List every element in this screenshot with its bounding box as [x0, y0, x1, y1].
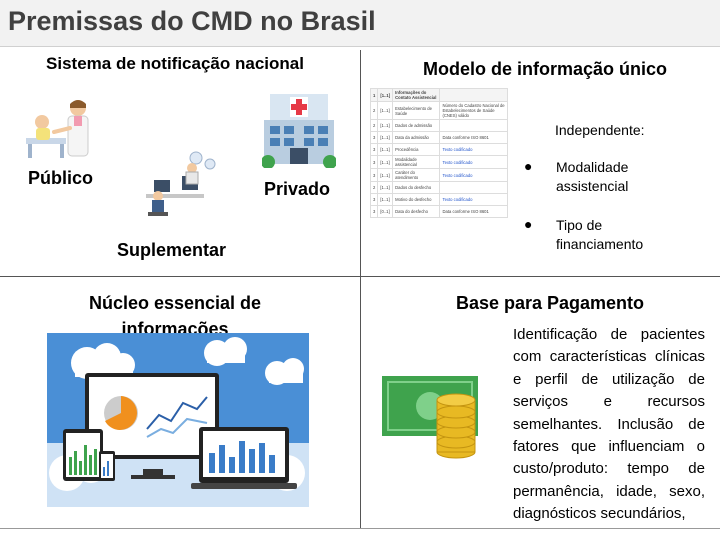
table-cell: 3 [369, 155, 379, 169]
doctor-patient-icon [26, 100, 89, 158]
q4-body-text: Identificação de pacientes com caracterí… [513, 326, 705, 523]
info-model-table: 1[1..1]Informações do Contato Assistenci… [369, 88, 508, 218]
bullet-dot-2: ● [524, 216, 533, 232]
title-bar: Premissas do CMD no Brasil [0, 0, 720, 47]
table-cell: 2 [369, 119, 379, 132]
table-cell: 2 [369, 101, 379, 120]
table-cell: 3 [369, 193, 379, 206]
table-row: 2[1..1]Dados de admissão [369, 119, 508, 132]
table-cell: Texto codificado [439, 143, 508, 156]
table-header-row: 1[1..1]Informações do Contato Assistenci… [369, 88, 508, 102]
table-cell: Dados do desfecho [392, 181, 441, 194]
q1-title: Sistema de notificação nacional [46, 54, 304, 73]
q4-title: Base para Pagamento [455, 293, 645, 313]
table-cell: Caráter do atendimento [392, 168, 441, 182]
devices-dashboard-illustration [47, 333, 309, 507]
label-privado: Privado [264, 179, 331, 199]
q2-title: Modelo de informação único [422, 59, 668, 79]
bullet-modalidade: Modalidade assistencial [556, 159, 629, 194]
table-cell: 3 [369, 143, 379, 156]
table-cell: [1..1] [377, 131, 394, 144]
hospital-icon [262, 94, 336, 168]
table-cell: Data conforme ISO 8601 [439, 131, 508, 144]
money-coins-icon [382, 376, 478, 459]
slide-title: Premissas do CMD no Brasil [8, 6, 376, 36]
table-cell: Estabelecimento de Saúde [392, 101, 441, 120]
label-publico: Público [28, 168, 94, 188]
table-cell: Texto codificado [439, 155, 508, 169]
table-cell: Modalidade assistencial [392, 155, 441, 169]
office-workers-icon [146, 151, 216, 216]
table-cell: Data do desfecho [392, 205, 441, 218]
table-cell: [1..1] [377, 155, 394, 169]
table-cell: [1..1] [377, 101, 394, 120]
table-cell: Informações do Contato Assistencial [392, 88, 441, 102]
table-cell: Data da admissão [392, 131, 441, 144]
table-cell: 1 [369, 88, 379, 102]
table-cell: 3 [369, 131, 379, 144]
table-cell: Procedência [392, 143, 441, 156]
table-cell [439, 88, 508, 102]
table-cell [439, 119, 508, 132]
table-cell: Texto codificado [439, 193, 508, 206]
vertical-divider [360, 50, 361, 528]
table-cell: [1..1] [377, 119, 394, 132]
table-cell: Número do Cadastro Nacional de Estabelec… [439, 101, 508, 120]
independent-label: Independente: [555, 122, 645, 138]
table-cell: 3 [369, 205, 379, 218]
table-cell: [1..1] [377, 168, 394, 182]
bullet-financiamento: Tipo de financiamento [556, 217, 644, 252]
horizontal-divider [0, 276, 720, 277]
table-cell: Motivo do desfecho [392, 193, 441, 206]
table-cell: [1..1] [377, 143, 394, 156]
bottom-border [0, 528, 720, 529]
bullet-dot-1: ● [524, 158, 533, 174]
table-cell [439, 181, 508, 194]
table-cell: 2 [369, 181, 379, 194]
table-cell: 3 [369, 168, 379, 182]
table-cell: [1..1] [377, 193, 394, 206]
table-cell: [1..1] [377, 181, 394, 194]
table-cell: Texto codificado [439, 168, 508, 182]
table-cell: [0..1] [377, 205, 394, 218]
table-cell: [1..1] [377, 88, 394, 102]
label-suplementar: Suplementar [117, 240, 227, 260]
table-row: 2[1..1]Dados do desfecho [369, 181, 508, 194]
table-cell: Dados de admissão [392, 119, 441, 132]
table-cell: Data conforme ISO 8601 [439, 205, 508, 218]
